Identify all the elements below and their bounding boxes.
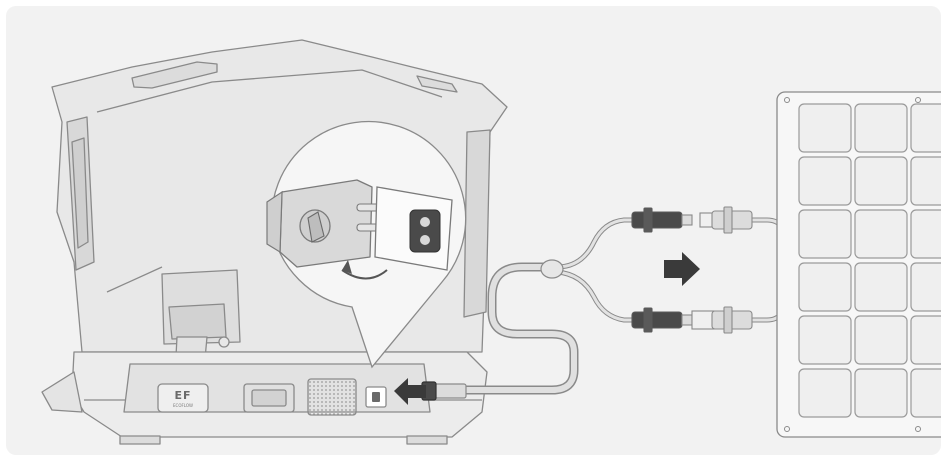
logo-mark: EF bbox=[174, 389, 191, 402]
mc4-connector-top bbox=[632, 208, 692, 232]
mc4-panel-connector-bottom bbox=[692, 307, 752, 333]
mc4-panel-connector-top bbox=[700, 207, 752, 233]
illustration-frame: EF ECOFLOW bbox=[6, 6, 941, 455]
solar-panel bbox=[777, 92, 941, 437]
mc4-connector-bottom bbox=[632, 308, 692, 332]
xt60-plug bbox=[422, 382, 466, 400]
cable-splitter bbox=[541, 260, 563, 278]
logo-sub: ECOFLOW bbox=[173, 403, 193, 408]
cable bbox=[464, 220, 634, 390]
connect-arrow-icon bbox=[664, 252, 700, 286]
illustration: EF ECOFLOW bbox=[6, 6, 941, 455]
